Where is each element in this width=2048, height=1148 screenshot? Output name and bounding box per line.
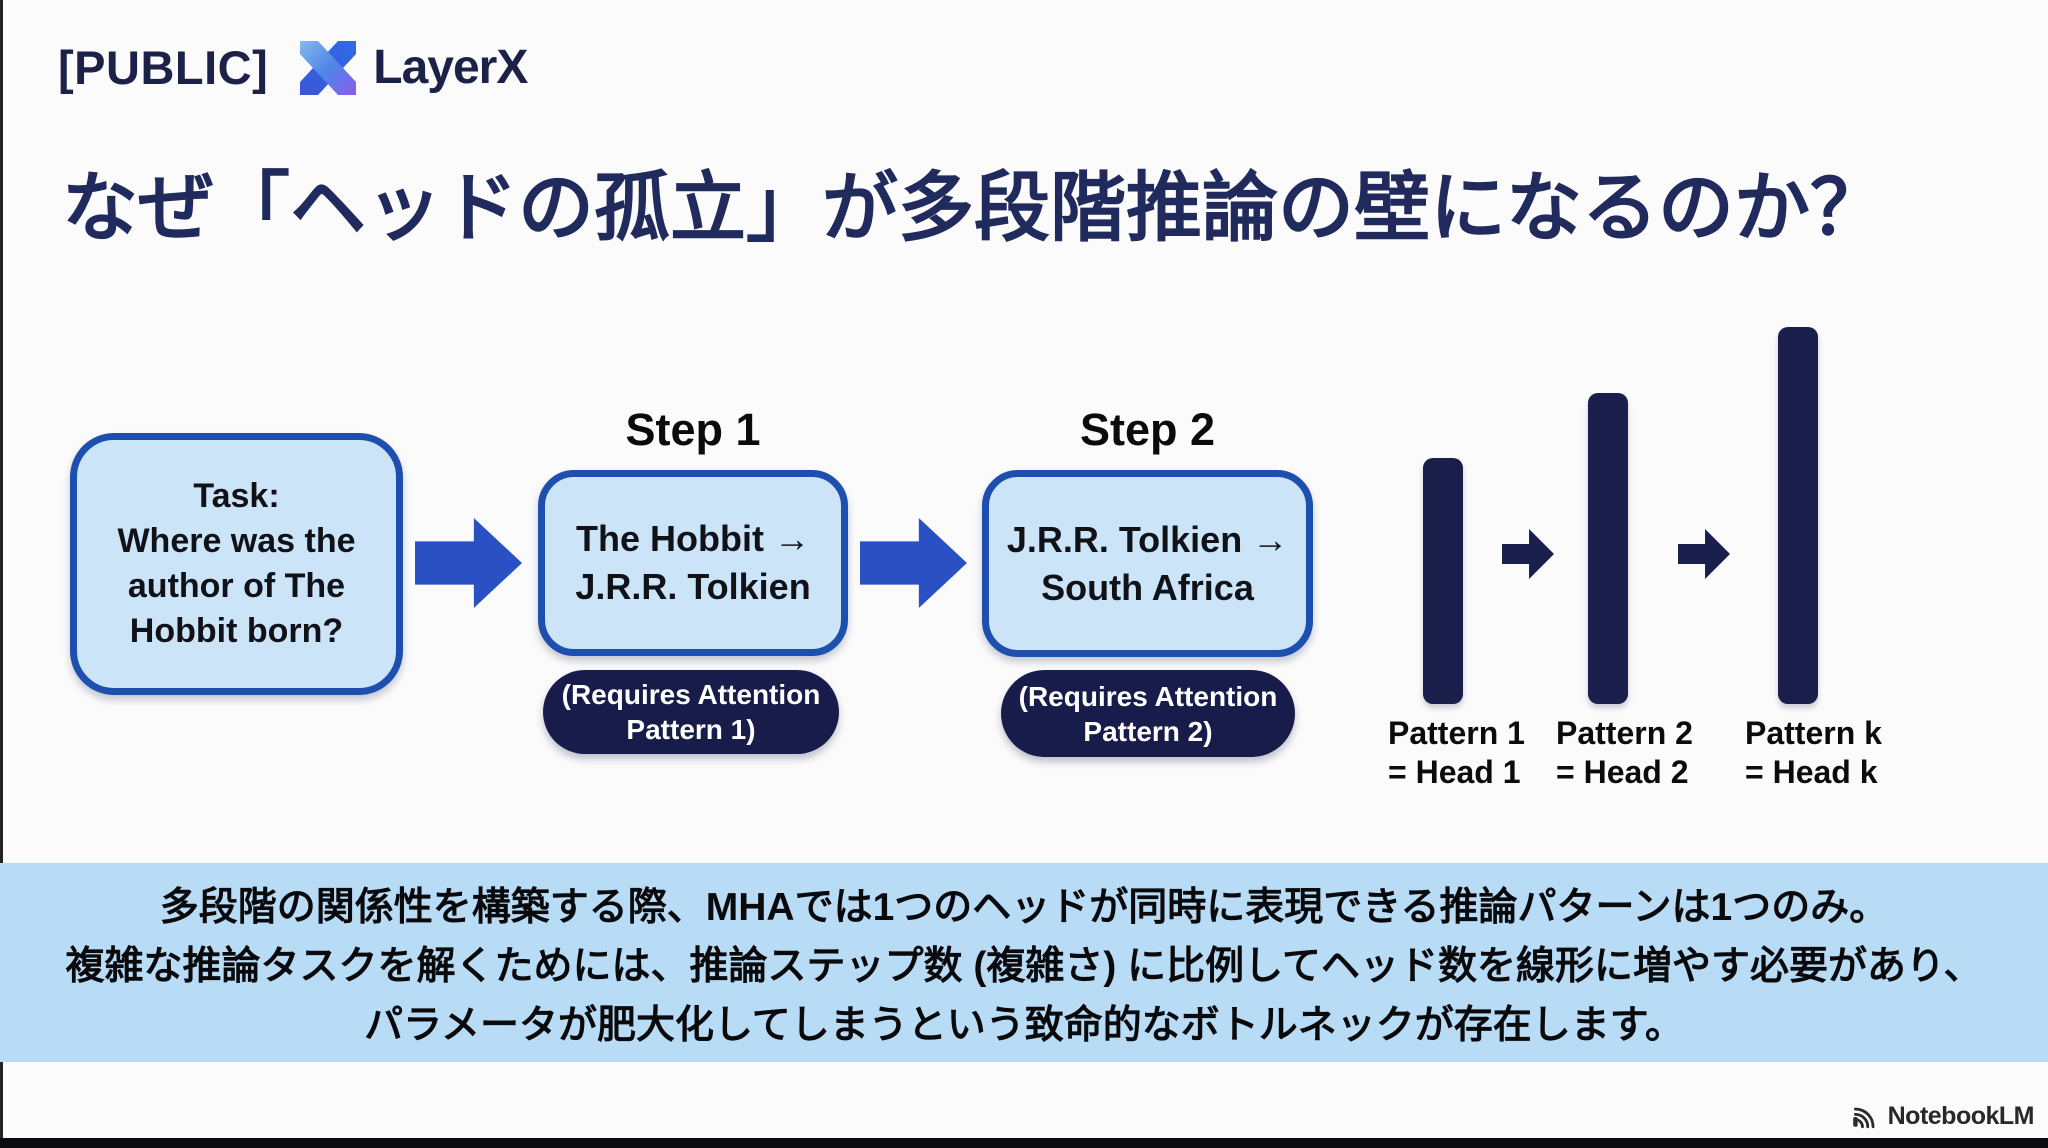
footer-brand: NotebookLM: [1851, 1102, 2035, 1131]
callout-line-3: パラメータが肥大化してしまうという致命的なボトルネックが存在します。: [364, 1004, 1684, 1047]
pattern-2-label: Pattern 2 = Head 2: [1556, 715, 1693, 790]
right-arrow-icon: [860, 518, 967, 608]
slide-header: [PUBLIC] LayerX: [58, 40, 528, 95]
step-1-heading: Step 1: [625, 404, 761, 455]
notebooklm-icon: [1852, 1107, 1875, 1128]
page-title: なぜ「ヘッドの孤立」が多段階推論の壁になるのか？: [62, 166, 1886, 251]
frame-bottom-bar: [0, 1138, 2048, 1148]
layerx-wordmark: LayerX: [373, 41, 528, 94]
frame-left-edge: [0, 0, 3, 1148]
step-2-note-pill: (Requires Attention Pattern 2): [1001, 670, 1295, 757]
pattern-1-bar: [1423, 458, 1463, 704]
pattern-1-label: Pattern 1 = Head 1: [1388, 715, 1525, 790]
layerx-x-icon: [300, 40, 357, 95]
notebooklm-wordmark: NotebookLM: [1887, 1102, 2035, 1130]
step-2-heading: Step 2: [1079, 404, 1216, 455]
step-1-box: The Hobbit → J.R.R. Tolkien: [538, 470, 848, 656]
pattern-2-bar: [1588, 393, 1628, 704]
callout-band: 多段階の関係性を構築する際、MHAでは1つのヘッドが同時に表現できる推論パターン…: [0, 863, 2048, 1062]
right-arrow-icon: [415, 518, 522, 608]
callout-line-2: 複雑な推論タスクを解くためには、推論ステップ数 (複雑さ) に比例してヘッド数を…: [65, 945, 1983, 988]
classification-label: [PUBLIC]: [58, 41, 269, 94]
task-box: Task: Where was the author of The Hobbit…: [70, 433, 403, 695]
right-arrow-icon: [1502, 529, 1554, 579]
pattern-k-label: Pattern k = Head k: [1745, 715, 1882, 790]
step-2-box: J.R.R. Tolkien → South Africa: [982, 470, 1313, 657]
pattern-k-bar: [1778, 327, 1818, 704]
callout-line-1: 多段階の関係性を構築する際、MHAでは1つのヘッドが同時に表現できる推論パターン…: [159, 886, 1889, 929]
right-arrow-icon: [1678, 529, 1730, 579]
step-1-note-pill: (Requires Attention Pattern 1): [543, 670, 839, 754]
